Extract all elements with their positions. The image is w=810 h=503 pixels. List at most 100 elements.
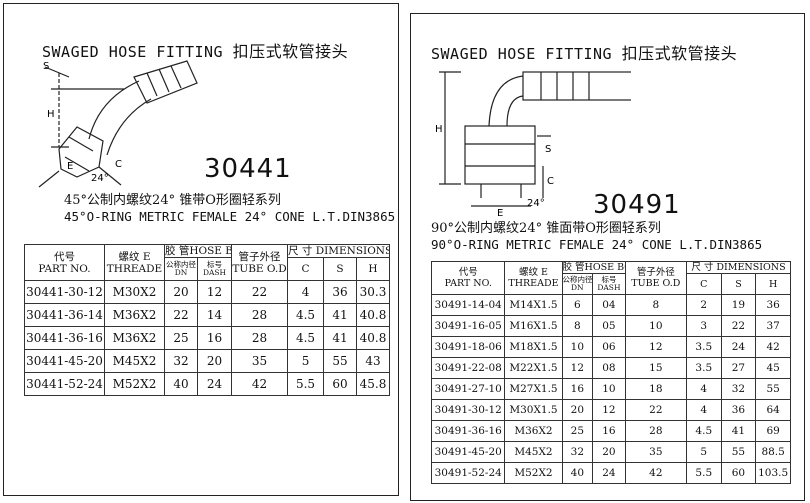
cell-dn: 32 — [561, 441, 594, 463]
header-title-en: SWAGED HOSE FITTING — [42, 43, 224, 61]
cell-s: 27 — [720, 357, 757, 379]
description-cn: 45°公制内螺纹24° 锥带O形圈轻系列 — [64, 193, 281, 208]
description: 90°公制内螺纹24° 锥面带O形圈轻系列 90°O-RING METRIC F… — [431, 221, 762, 253]
cell-part-no: 30491-14-04 — [430, 294, 506, 316]
cell-thread: M52X2 — [504, 462, 563, 484]
cell-thread: M27X1.5 — [504, 378, 563, 400]
col-hose-header: 胶 管HOSE BORE — [561, 261, 626, 274]
cell-dn: 40 — [561, 462, 594, 484]
cell-dash: 20 — [196, 349, 233, 373]
col-h-header: H — [755, 273, 791, 295]
fitting-90-drawing: H E S C 24° — [435, 71, 631, 216]
cell-dn: 20 — [164, 280, 198, 304]
dim-s-label: S — [43, 61, 49, 72]
cell-h: 30.3 — [356, 280, 391, 304]
cell-s: 24 — [720, 336, 757, 358]
cell-thread: M36X2 — [104, 303, 165, 327]
cell-part-no: 30491-18-06 — [430, 336, 506, 358]
cell-dash: 16 — [592, 420, 626, 442]
cell-h: 103.5 — [755, 462, 791, 484]
cell-dn: 12 — [561, 357, 594, 379]
col-c-header: C — [685, 273, 722, 295]
header-title-en: SWAGED HOSE FITTING — [431, 45, 613, 63]
cell-dash: 12 — [592, 399, 626, 421]
cell-dash: 06 — [592, 336, 626, 358]
cell-tube-od: 15 — [624, 357, 687, 379]
cell-tube-od: 18 — [624, 378, 687, 400]
dim-e-label: E — [67, 161, 73, 172]
cell-c: 4.5 — [287, 303, 325, 327]
dim-c-label: C — [115, 159, 122, 170]
cell-s: 55 — [720, 441, 757, 463]
cell-dn: 25 — [561, 420, 594, 442]
cell-thread: M14X1.5 — [504, 294, 563, 316]
catalog-panel-30441: SWAGED HOSE FITTING 扣压式软管接头 S H E — [3, 3, 399, 496]
cell-thread: M22X1.5 — [504, 357, 563, 379]
cell-c: 4.5 — [685, 420, 722, 442]
cell-dn: 32 — [164, 349, 198, 373]
cell-s: 19 — [720, 294, 757, 316]
cell-c: 5.5 — [287, 372, 325, 396]
cell-c: 4 — [685, 378, 722, 400]
cell-c: 5 — [685, 441, 722, 463]
cell-dn: 16 — [561, 378, 594, 400]
dim-angle-label: 24° — [91, 173, 109, 184]
description-cn: 90°公制内螺纹24° 锥面带O形圈轻系列 — [431, 221, 661, 236]
cell-tube-od: 22 — [231, 280, 289, 304]
cell-dash: 24 — [592, 462, 626, 484]
cell-dn: 10 — [561, 336, 594, 358]
cell-dash: 20 — [592, 441, 626, 463]
cell-dash: 14 — [196, 303, 233, 327]
cell-dash: 16 — [196, 326, 233, 350]
cell-dash: 04 — [592, 294, 626, 316]
cell-dn: 20 — [561, 399, 594, 421]
catalog-panel-30491: SWAGED HOSE FITTING 扣压式软管接头 — [410, 13, 805, 501]
col-hose-header: 胶 管HOSE BORE — [163, 244, 233, 258]
col-h-header: H — [356, 257, 391, 281]
cell-thread: M16X1.5 — [504, 315, 563, 337]
cell-s: 36 — [323, 280, 358, 304]
cell-part-no: 30491-27-10 — [430, 378, 506, 400]
panel-header: SWAGED HOSE FITTING 扣压式软管接头 — [42, 38, 348, 62]
cell-part-no: 30441-36-14 — [24, 303, 105, 327]
cell-tube-od: 12 — [624, 336, 687, 358]
panel-header: SWAGED HOSE FITTING 扣压式软管接头 — [431, 40, 737, 64]
cell-h: 45 — [755, 357, 791, 379]
cell-s: 41 — [720, 420, 757, 442]
cell-part-no: 30491-30-12 — [430, 399, 506, 421]
dim-c-label: C — [547, 176, 554, 187]
cell-c: 2 — [685, 294, 722, 316]
cell-thread: M45X2 — [104, 349, 165, 373]
header-title-cn: 扣压式软管接头 — [232, 42, 349, 61]
cell-c: 5.5 — [685, 462, 722, 484]
cell-h: 88.5 — [755, 441, 791, 463]
cell-dash: 08 — [592, 357, 626, 379]
dim-h-label: H — [435, 124, 443, 135]
cell-dn: 22 — [164, 303, 198, 327]
cell-s: 36 — [720, 399, 757, 421]
cell-part-no: 30491-22-08 — [430, 357, 506, 379]
dim-angle-label: 24° — [527, 198, 545, 209]
cell-s: 41 — [323, 303, 358, 327]
cell-tube-od: 28 — [624, 420, 687, 442]
cell-dn: 6 — [561, 294, 594, 316]
cell-h: 40.8 — [356, 326, 391, 350]
cell-s: 60 — [323, 372, 358, 396]
cell-s: 55 — [323, 349, 358, 373]
cell-s: 60 — [720, 462, 757, 484]
